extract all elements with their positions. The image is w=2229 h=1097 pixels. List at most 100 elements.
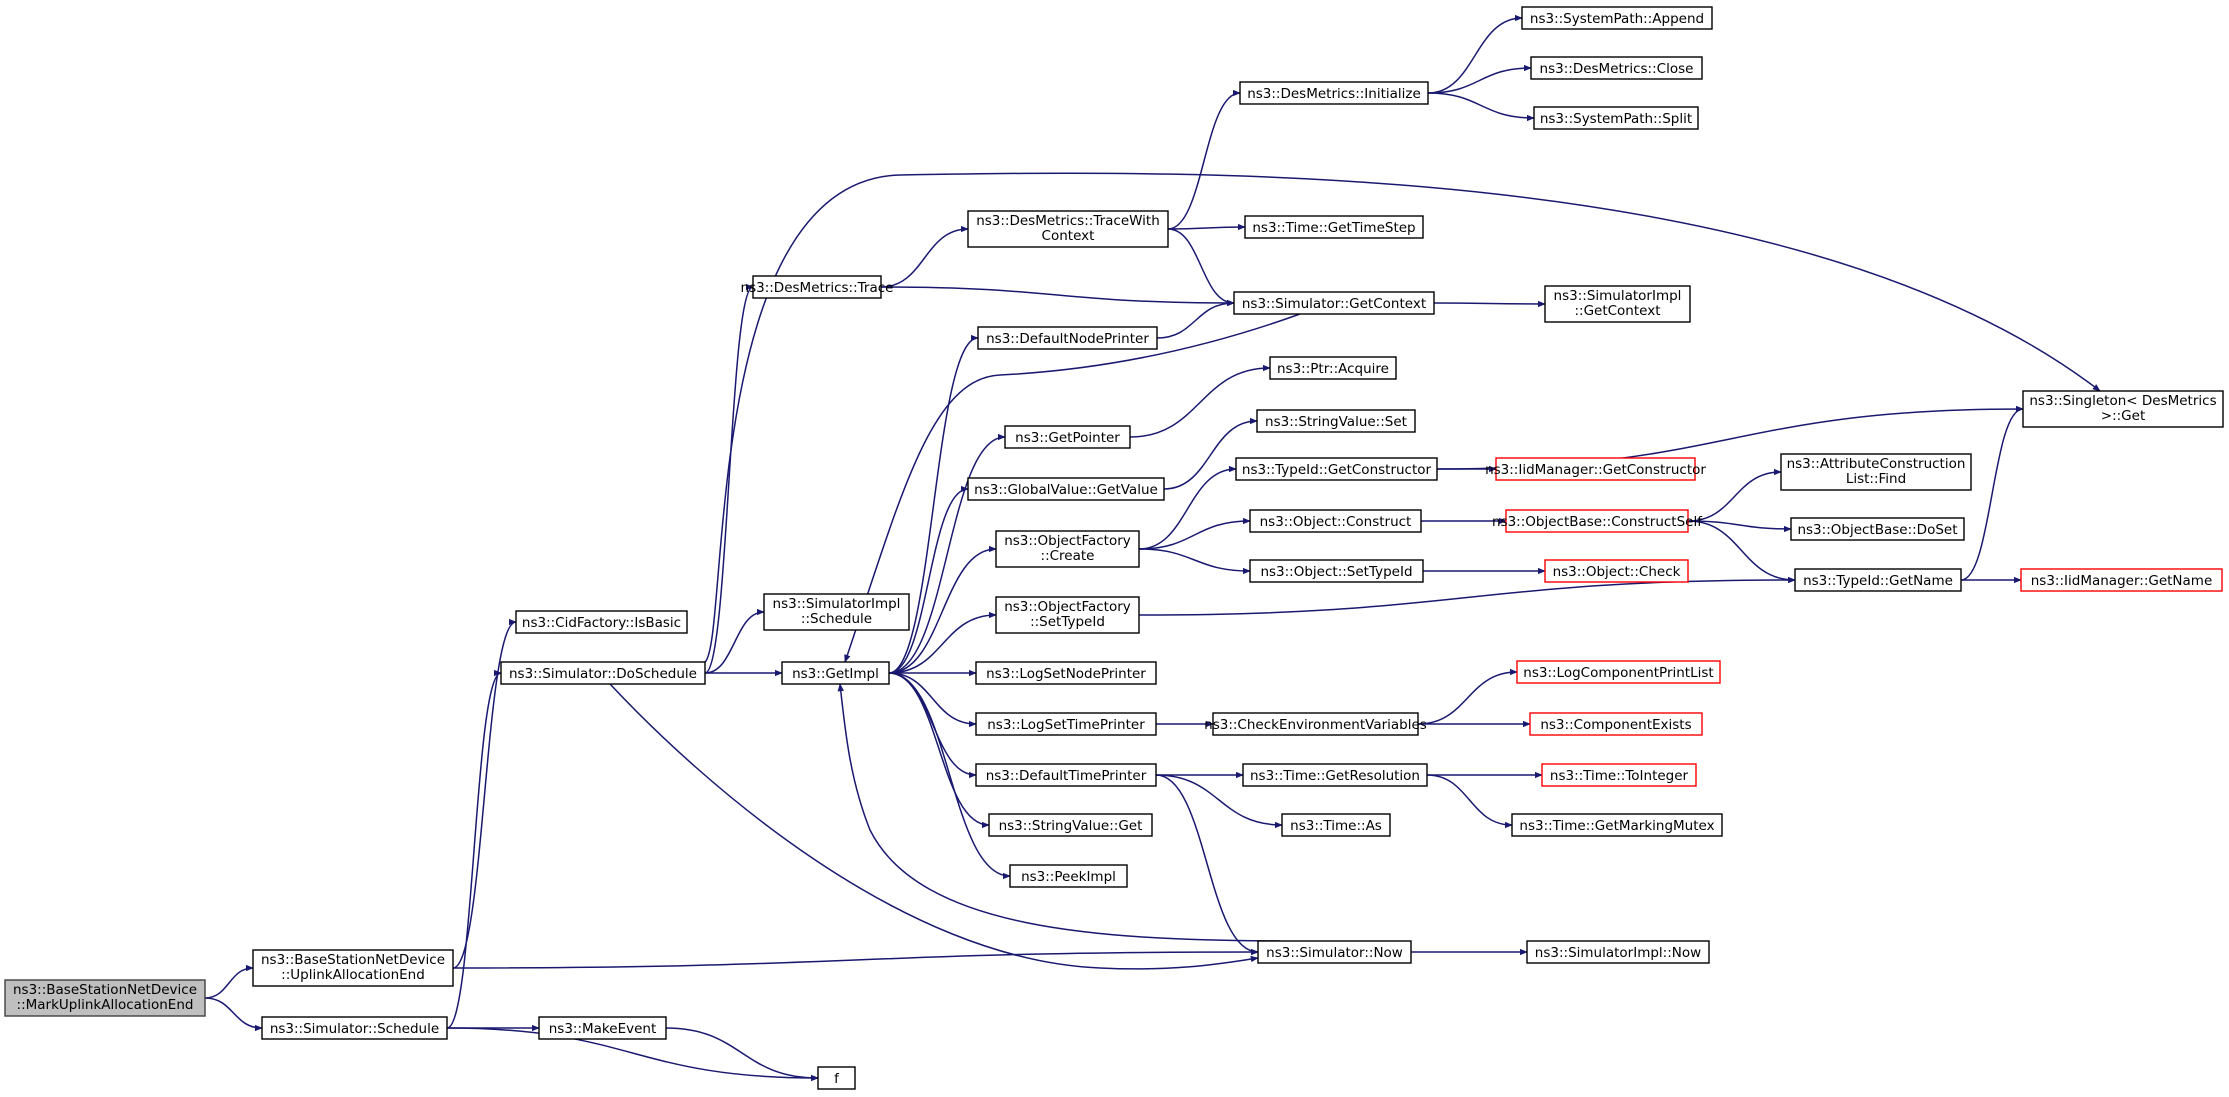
- node-timetoint[interactable]: ns3::Time::ToInteger: [1541, 763, 1697, 787]
- node-cidbasic[interactable]: ns3::CidFactory::IsBasic: [515, 610, 688, 634]
- node-simnow[interactable]: ns3::Simulator::Now: [1257, 940, 1412, 964]
- node-label: ns3::DesMetrics::Initialize: [1247, 86, 1421, 102]
- node-box: [977, 326, 1158, 350]
- node-doschedule[interactable]: ns3::Simulator::DoSchedule: [500, 661, 706, 685]
- node-simgetctx[interactable]: ns3::Simulator::GetContext: [1233, 291, 1435, 315]
- node-defnode[interactable]: ns3::DefaultNodePrinter: [977, 326, 1158, 350]
- node-typegetctor[interactable]: ns3::TypeId::GetConstructor: [1235, 457, 1438, 481]
- node-schedule[interactable]: ns3::Simulator::Schedule: [261, 1016, 448, 1040]
- node-box: [1533, 106, 1699, 130]
- edge-constructself-to-typegetname: [1687, 520, 1796, 584]
- node-timestep[interactable]: ns3::Time::GetTimeStep: [1244, 215, 1424, 239]
- node-label: ns3::Time::GetTimeStep: [1252, 220, 1415, 236]
- node-deftime[interactable]: ns3::DefaultTimePrinter: [975, 763, 1157, 787]
- node-constructself[interactable]: ns3::ObjectBase::ConstructSelf: [1492, 509, 1703, 533]
- node-makeevent[interactable]: ns3::MakeEvent: [538, 1016, 667, 1040]
- node-label: ns3::SimulatorImpl: [1554, 288, 1682, 304]
- node-label: ns3::CheckEnvironmentVariables: [1204, 717, 1427, 733]
- node-label: ns3::GetPointer: [1015, 430, 1120, 446]
- node-label: ns3::ComponentExists: [1540, 717, 1691, 733]
- node-label: ns3::ObjectFactory: [1004, 533, 1131, 549]
- node-box: [1256, 409, 1416, 433]
- node-label: f: [834, 1071, 840, 1087]
- node-label: ns3::GlobalValue::GetValue: [974, 482, 1158, 498]
- node-compexists[interactable]: ns3::ComponentExists: [1529, 712, 1703, 736]
- node-logsetnode[interactable]: ns3::LogSetNodePrinter: [975, 661, 1157, 685]
- node-label: ns3::IidManager::GetName: [2031, 573, 2213, 589]
- node-markmutex[interactable]: ns3::Time::GetMarkingMutex: [1511, 813, 1723, 837]
- node-label: Context: [1042, 228, 1095, 244]
- edge-desinit-to-desclose: [1427, 64, 1532, 94]
- node-desinit[interactable]: ns3::DesMetrics::Initialize: [1239, 81, 1429, 105]
- edge-root-to-schedule: [204, 997, 263, 1032]
- edge-tracewith-to-timestep: [1167, 223, 1246, 231]
- node-strget[interactable]: ns3::StringValue::Get: [988, 813, 1153, 837]
- node-label: ns3::Time::GetResolution: [1250, 768, 1420, 784]
- node-getimpl[interactable]: ns3::GetImpl: [781, 661, 890, 685]
- node-box: [1511, 813, 1723, 837]
- node-objconstruct[interactable]: ns3::Object::Construct: [1249, 509, 1422, 533]
- edge-schedule-to-doschedule: [446, 669, 502, 1029]
- node-label: List::Find: [1846, 471, 1906, 487]
- node-syssplit[interactable]: ns3::SystemPath::Split: [1533, 106, 1699, 130]
- node-box: [252, 949, 454, 987]
- edge-tracewith-to-simgetctx: [1167, 228, 1235, 307]
- node-simimplsched[interactable]: ns3::SimulatorImpl::Schedule: [763, 593, 910, 631]
- node-label: ns3::BaseStationNetDevice: [13, 982, 197, 998]
- node-label: ns3::DefaultTimePrinter: [986, 768, 1147, 784]
- node-sysappend[interactable]: ns3::SystemPath::Append: [1521, 6, 1713, 30]
- node-destrace[interactable]: ns3::DesMetrics::Trace: [741, 275, 894, 299]
- node-layer: ns3::BaseStationNetDevice::MarkUplinkAll…: [4, 6, 2224, 1090]
- edge-makeevent-to-f: [665, 1027, 819, 1082]
- node-box: [515, 610, 688, 634]
- node-label: ::MarkUplinkAllocationEnd: [17, 997, 194, 1013]
- node-label: ns3::SystemPath::Append: [1530, 11, 1704, 27]
- edge-destrace-to-simgetctx: [880, 286, 1235, 307]
- node-singleton[interactable]: ns3::Singleton< DesMetrics >::Get: [2022, 390, 2224, 428]
- node-iidgetname[interactable]: ns3::IidManager::GetName: [2020, 568, 2223, 592]
- node-logsettime[interactable]: ns3::LogSetTimePrinter: [975, 712, 1157, 736]
- node-objfsettype[interactable]: ns3::ObjectFactory::SetTypeId: [995, 596, 1140, 634]
- node-f[interactable]: f: [817, 1066, 856, 1090]
- edge-defnode-to-simgetctx: [1156, 299, 1235, 339]
- node-iidgetctor[interactable]: ns3::IidManager::GetConstructor: [1485, 457, 1706, 481]
- node-label: ns3::LogSetTimePrinter: [987, 717, 1145, 733]
- node-getpointer[interactable]: ns3::GetPointer: [1004, 425, 1131, 449]
- node-doset[interactable]: ns3::ObjectBase::DoSet: [1790, 517, 1965, 541]
- node-objfcreate[interactable]: ns3::ObjectFactory::Create: [995, 530, 1140, 568]
- node-label: ns3::SimulatorImpl::Now: [1535, 945, 1701, 961]
- edge-objfcreate-to-objconstruct: [1138, 517, 1251, 550]
- node-timegetres[interactable]: ns3::Time::GetResolution: [1242, 763, 1428, 787]
- edge-desinit-to-sysappend: [1427, 14, 1523, 94]
- node-simimplctx[interactable]: ns3::SimulatorImpl::GetContext: [1544, 285, 1691, 323]
- node-logcomplist[interactable]: ns3::LogComponentPrintList: [1516, 660, 1721, 684]
- node-box: [2022, 390, 2224, 428]
- node-simimplnow[interactable]: ns3::SimulatorImpl::Now: [1526, 940, 1710, 964]
- node-desclose[interactable]: ns3::DesMetrics::Close: [1530, 56, 1703, 80]
- edge-doschedule-to-simimplsched: [704, 608, 765, 674]
- node-typegetname[interactable]: ns3::TypeId::GetName: [1794, 568, 1962, 592]
- node-peekimpl[interactable]: ns3::PeekImpl: [1009, 864, 1128, 888]
- node-box: [1526, 940, 1710, 964]
- node-settypeid[interactable]: ns3::Object::SetTypeId: [1249, 559, 1424, 583]
- node-timeas[interactable]: ns3::Time::As: [1281, 813, 1391, 837]
- node-box: [4, 979, 206, 1017]
- node-label: ::Schedule: [801, 611, 872, 627]
- node-label: ns3::IidManager::GetConstructor: [1485, 462, 1706, 478]
- node-objcheck[interactable]: ns3::Object::Check: [1544, 559, 1689, 583]
- node-uplink[interactable]: ns3::BaseStationNetDevice::UplinkAllocat…: [252, 949, 454, 987]
- node-globalget[interactable]: ns3::GlobalValue::GetValue: [967, 477, 1165, 501]
- node-label: ns3::DefaultNodePrinter: [986, 331, 1149, 347]
- node-ptracq[interactable]: ns3::Ptr::Acquire: [1269, 356, 1397, 380]
- node-box: [1790, 517, 1965, 541]
- node-strset[interactable]: ns3::StringValue::Set: [1256, 409, 1416, 433]
- edge-tracewith-to-desinit: [1167, 89, 1241, 230]
- edge-deftime-to-timeas: [1155, 774, 1283, 829]
- node-box: [1521, 6, 1713, 30]
- node-box: [261, 1016, 448, 1040]
- node-checkenv[interactable]: ns3::CheckEnvironmentVariables: [1204, 712, 1427, 736]
- node-root[interactable]: ns3::BaseStationNetDevice::MarkUplinkAll…: [4, 979, 206, 1017]
